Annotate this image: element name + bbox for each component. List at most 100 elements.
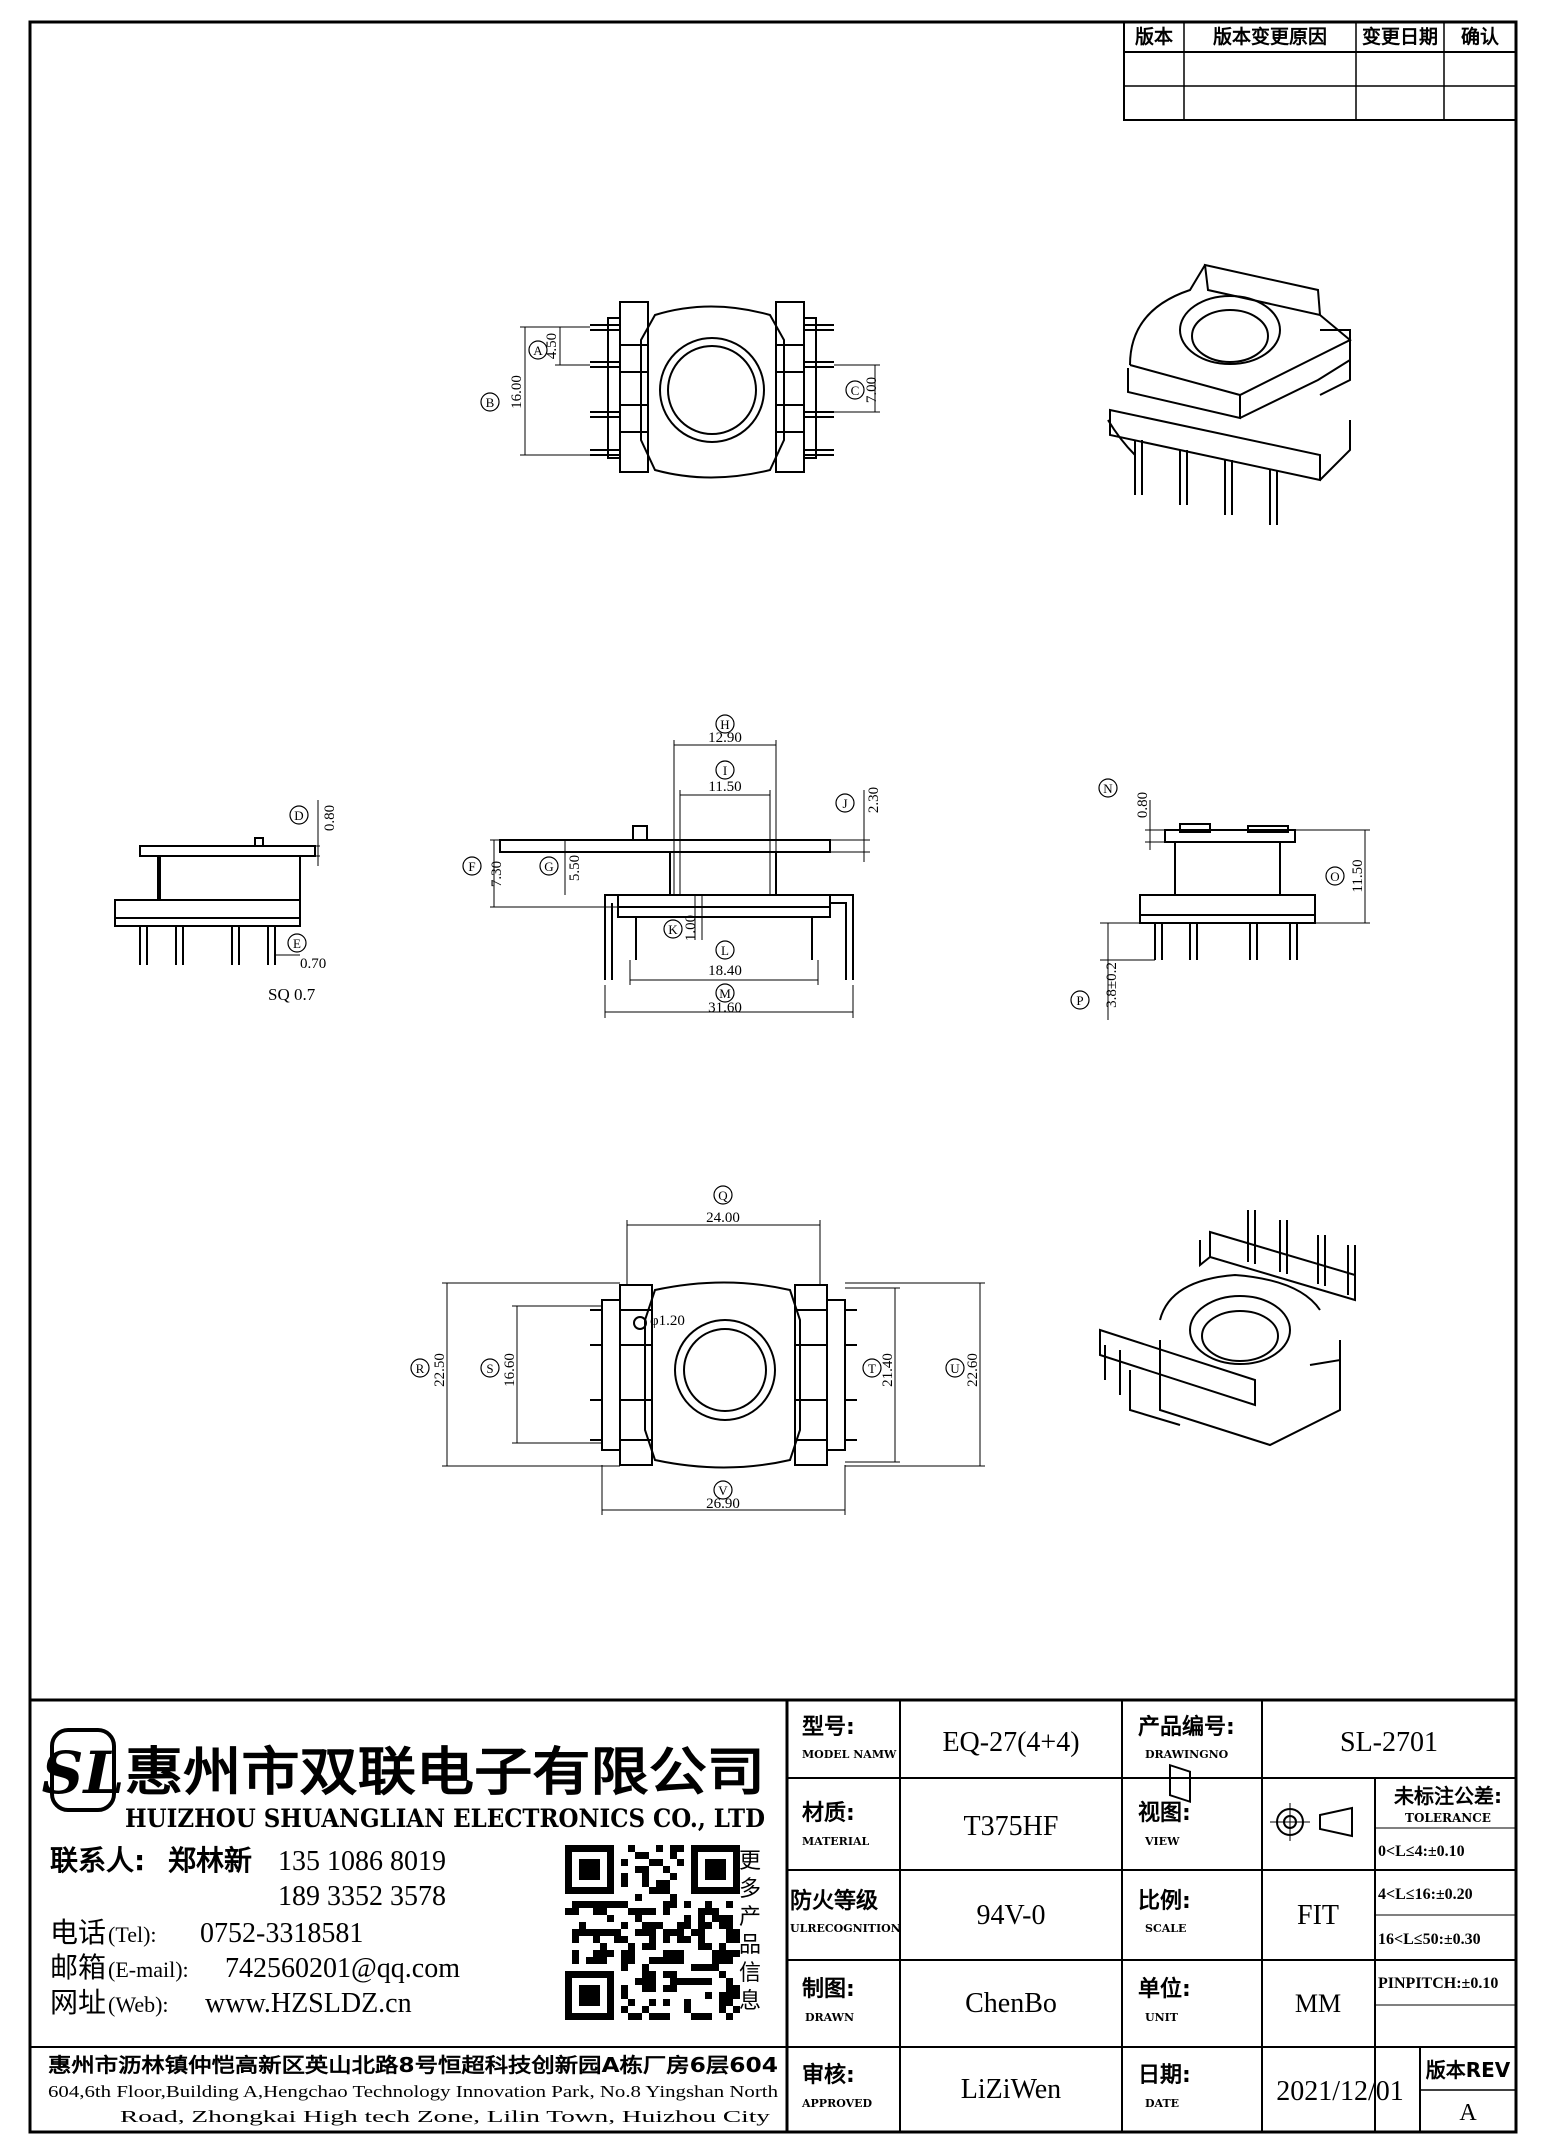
company-name-cn: 惠州市双联电子有限公司: [125, 1743, 765, 1803]
tel-label: 电话: [50, 1916, 106, 1949]
fire-label-cn: 防火等级: [790, 1888, 878, 1914]
iso-view-top: [1107, 263, 1352, 525]
scale-label-en: SCALE: [1145, 1922, 1186, 1935]
date-label-cn: 日期:: [1138, 2063, 1191, 2088]
dim-phi-hole: φ1.20: [650, 1313, 685, 1329]
tb-drawingno: 产品编号: DRAWINGNO SL-2701: [1138, 1714, 1438, 1761]
dim-A-tag: A: [533, 343, 543, 358]
dim-F: F 7.30: [462, 856, 505, 887]
dim-A-value: 4.50: [544, 333, 560, 359]
contact-name: 郑林新: [168, 1844, 252, 1877]
approved-value: LiZiWen: [961, 2074, 1061, 2105]
fire-value: 94V-0: [977, 1900, 1046, 1931]
tb-date: 日期: DATE 2021/12/01: [1138, 2063, 1404, 2110]
dim-Q: Q 24.00: [706, 1185, 740, 1226]
web-tag: (Web):: [108, 1992, 169, 2017]
tel-tag: (Tel):: [108, 1922, 157, 1947]
date-value: 2021/12/01: [1276, 2076, 1404, 2107]
dim-V-tag: V: [718, 1483, 728, 1498]
title-block-frame: [30, 1698, 1516, 2132]
dim-C-tag: C: [851, 383, 860, 398]
view-label-en: VIEW: [1144, 1835, 1180, 1848]
dim-R-value: 22.50: [432, 1353, 448, 1387]
qr-caption-char: 产: [739, 1905, 761, 1930]
model-label-en: MODEL NAMW: [802, 1748, 897, 1761]
dim-D: D 0.80: [289, 805, 338, 831]
dim-M-value: 31.60: [708, 1000, 742, 1016]
qr-caption-char: 多: [739, 1877, 761, 1902]
dim-B-value: 16.00: [509, 375, 525, 409]
qr-code: [565, 1845, 740, 2020]
model-value: EQ-27(4+4): [942, 1727, 1079, 1758]
qr-caption-char: 信: [739, 1961, 761, 1986]
date-label-en: DATE: [1145, 2097, 1179, 2110]
side-view-right: [1100, 800, 1370, 1020]
side-view-left: [114, 800, 320, 965]
dim-L: L 18.40: [708, 940, 742, 979]
rev-label: 版本REV: [1426, 2058, 1511, 2082]
material-value: T375HF: [964, 1811, 1059, 1842]
dim-T: T 21.40: [862, 1353, 896, 1387]
view-label-cn: 视图:: [1138, 1800, 1191, 1826]
dim-G-value: 5.50: [567, 855, 583, 881]
dim-N-tag: N: [1103, 781, 1113, 796]
dim-sq-note: SQ 0.7: [268, 985, 316, 1004]
dim-K: K 1.00: [663, 915, 699, 941]
tb-unit: 单位: UNIT MM: [1138, 1976, 1341, 2024]
dim-K-value: 1.00: [683, 915, 699, 941]
dim-F-tag: F: [468, 859, 475, 874]
tb-tolerance: 未标注公差: TOLERANCE 0<L≤4:±0.10 4<L≤16:±0.2…: [1378, 1784, 1502, 1992]
dim-J-value: 2.30: [866, 787, 882, 813]
rev-value: A: [1459, 2100, 1477, 2126]
fire-label-en: ULRECOGNITION: [790, 1922, 901, 1935]
email-label: 邮箱: [50, 1951, 106, 1984]
dim-F-value: 7.30: [489, 861, 505, 887]
dim-J: J 2.30: [835, 787, 882, 813]
contact-block: 联系人: 郑林新 135 1086 8019 189 3352 3578 电话 …: [50, 1844, 460, 2019]
scale-label-cn: 比例:: [1138, 1889, 1191, 1914]
web-label: 网址: [50, 1986, 106, 2019]
dim-G-tag: G: [544, 859, 553, 874]
dim-N: N 0.80: [1098, 778, 1151, 818]
top-view: [520, 301, 880, 479]
qr-caption-char: 息: [739, 1989, 761, 2014]
dim-Q-value: 24.00: [706, 1210, 740, 1226]
tolerance-label-cn: 未标注公差:: [1394, 1784, 1502, 1808]
rev-header-reason: 版本变更原因: [1213, 25, 1327, 48]
address-en-line2: Road, Zhongkai High tech Zone, Lilin Tow…: [120, 2107, 771, 2126]
tolerance-row: 0<L≤4:±0.10: [1378, 1843, 1465, 1860]
email-address: 742560201@qq.com: [225, 1953, 460, 1984]
dim-G: G 5.50: [539, 855, 583, 881]
tolerance-label-en: TOLERANCE: [1405, 1811, 1491, 1825]
tb-model: 型号: MODEL NAMW EQ-27(4+4): [802, 1715, 1080, 1761]
rev-header-date: 变更日期: [1362, 25, 1438, 48]
material-label-cn: 材质:: [802, 1801, 855, 1826]
dim-T-tag: T: [868, 1361, 876, 1376]
dim-O-tag: O: [1330, 869, 1339, 884]
dim-I-tag: I: [723, 763, 727, 778]
dim-L-value: 18.40: [708, 963, 742, 979]
contact-phone-2: 189 3352 3578: [278, 1881, 446, 1912]
tolerance-row: 4<L≤16:±0.20: [1378, 1886, 1473, 1903]
rev-header-confirm: 确认: [1461, 25, 1499, 48]
address-cn: 惠州市沥林镇仲恺高新区英山北路8号恒超科技创新园A栋厂房6层604: [48, 2053, 778, 2077]
dim-S-value: 16.60: [502, 1353, 518, 1387]
qr-caption-char: 品: [739, 1933, 761, 1958]
web-address: www.HZSLDZ.cn: [205, 1988, 412, 2019]
material-label-en: MATERIAL: [802, 1835, 870, 1848]
dim-C: C 7.00: [845, 377, 880, 403]
drawn-label-cn: 制图:: [802, 1977, 855, 2002]
tb-scale: 比例: SCALE FIT: [1138, 1889, 1339, 1935]
dim-O-value: 11.50: [1350, 859, 1366, 892]
tb-material: 材质: MATERIAL T375HF: [802, 1801, 1058, 1848]
dim-J-tag: J: [842, 796, 847, 811]
dim-L-tag: L: [721, 943, 729, 958]
dim-H: H 12.90: [708, 714, 742, 746]
projection-symbol-icon: [1270, 1803, 1353, 1841]
dim-D-tag: D: [294, 808, 303, 823]
scale-value: FIT: [1297, 1900, 1339, 1931]
contact-label: 联系人:: [50, 1844, 145, 1877]
drawingno-value: SL-2701: [1340, 1727, 1438, 1758]
tb-drawn: 制图: DRAWN ChenBo: [802, 1977, 1057, 2024]
